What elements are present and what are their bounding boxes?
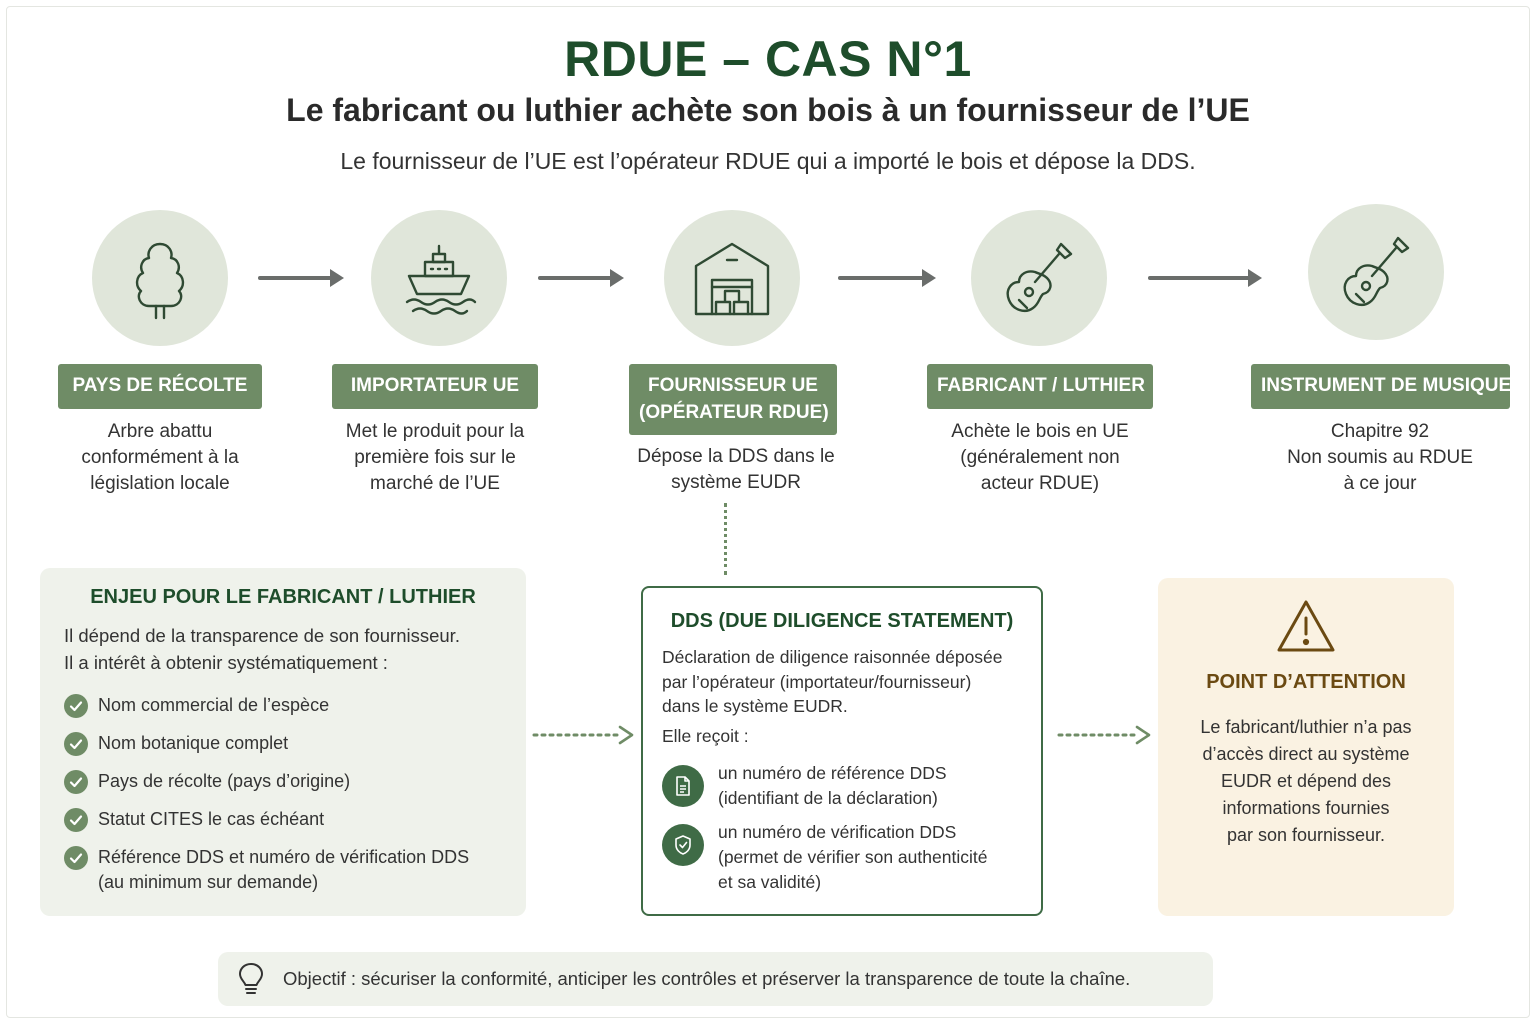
shield-check-icon xyxy=(662,824,704,866)
step-circle-supplier xyxy=(664,210,800,346)
step-label-supplier: FOURNISSEUR UE(OPÉRATEUR RDUE) xyxy=(629,364,837,436)
attention-title: POINT D’ATTENTION xyxy=(1206,671,1406,693)
step-label-instrument: INSTRUMENT DE MUSIQUE xyxy=(1251,364,1511,409)
enjeu-lead: Il dépend de la transparence de son four… xyxy=(64,625,460,673)
step-label-harvest: PAYS DE RÉCOLTE xyxy=(58,364,262,409)
check-icon xyxy=(64,694,88,718)
lightbulb-icon xyxy=(239,963,263,994)
check-icon xyxy=(64,770,88,794)
enjeu-title: ENJEU POUR LE FABRICANT / LUTHIER xyxy=(90,586,476,608)
check-icon xyxy=(64,846,88,870)
objective-text: Objectif : sécuriser la conformité, anti… xyxy=(283,968,1131,989)
tree-icon xyxy=(135,242,185,320)
dotted-connector-vertical xyxy=(724,503,727,575)
dotted-arrow xyxy=(532,725,634,745)
flow-arrow xyxy=(258,269,344,287)
dds-title: DDS (DUE DILIGENCE STATEMENT) xyxy=(670,610,1014,632)
list-item: un numéro de vérification DDS(permet de … xyxy=(662,820,987,895)
document-icon xyxy=(662,765,704,807)
step-label-maker: FABRICANT / LUTHIER xyxy=(927,364,1153,409)
check-icon xyxy=(64,808,88,832)
list-item: Référence DDS et numéro de vérification … xyxy=(64,845,469,895)
dds-recoit: Elle reçoit : xyxy=(662,726,749,746)
dds-lead: Déclaration de diligence raisonnée dépos… xyxy=(662,647,1003,716)
dds-panel: DDS (DUE DILIGENCE STATEMENT) Déclaratio… xyxy=(641,586,1043,916)
page-title: RDUE – CAS N°1 xyxy=(564,31,972,87)
flow-arrow xyxy=(538,269,624,287)
guitar-icon xyxy=(1343,236,1410,306)
step-label-importer: IMPORTATEUR UE xyxy=(332,364,538,409)
list-item: un numéro de référence DDS(identifiant d… xyxy=(662,761,947,811)
page-frame xyxy=(6,6,1530,1018)
ship-icon xyxy=(405,244,477,315)
dotted-arrow xyxy=(1057,725,1151,745)
step-circle-harvest xyxy=(92,210,228,346)
step-circle-importer xyxy=(371,210,507,346)
list-item: Statut CITES le cas échéant xyxy=(64,807,324,832)
attention-panel: POINT D’ATTENTION Le fabricant/luthier n… xyxy=(1158,578,1454,916)
list-item: Nom botanique complet xyxy=(64,731,288,756)
warning-icon xyxy=(1277,600,1335,652)
list-item: Nom commercial de l’espèce xyxy=(64,693,329,718)
flow-arrow xyxy=(1148,269,1262,287)
guitar-icon xyxy=(1006,242,1073,312)
enjeu-panel: ENJEU POUR LE FABRICANT / LUTHIER Il dép… xyxy=(40,568,526,916)
objective-banner: Objectif : sécuriser la conformité, anti… xyxy=(218,952,1213,1006)
list-item: Pays de récolte (pays d’origine) xyxy=(64,769,350,794)
check-icon xyxy=(64,732,88,756)
page-subtitle: Le fabricant ou luthier achète son bois … xyxy=(286,92,1250,128)
intro-text: Le fournisseur de l’UE est l’opérateur R… xyxy=(340,148,1196,174)
step-circle-maker xyxy=(971,210,1107,346)
warehouse-icon xyxy=(694,242,770,316)
step-circle-instrument xyxy=(1308,204,1444,340)
flow-arrow xyxy=(838,269,936,287)
